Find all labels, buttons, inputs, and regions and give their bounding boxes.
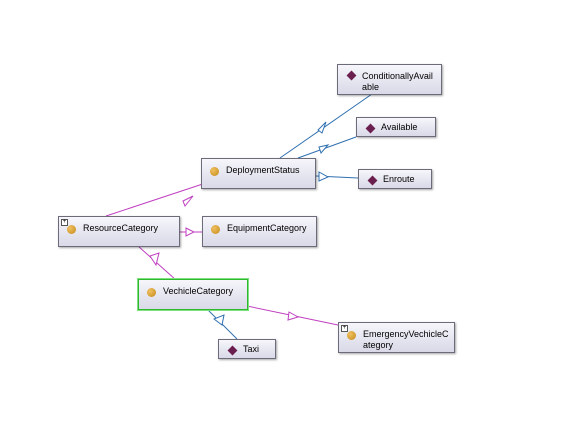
node-label: DeploymentStatus: [226, 165, 300, 175]
class-icon: [210, 167, 219, 176]
individual-icon: [365, 123, 376, 134]
class-icon: [147, 288, 156, 297]
arrow-vehicle-to-emergency: [287, 311, 300, 321]
node-label: Available: [381, 122, 418, 132]
expand-icon[interactable]: +: [341, 325, 348, 332]
individual-icon: [227, 345, 238, 356]
node-emergency-vehicle-category[interactable]: + EmergencyVechicleCategory: [338, 322, 455, 353]
node-enroute[interactable]: Enroute: [358, 169, 432, 189]
arrow-deployment-to-conditionally-available: [317, 121, 327, 134]
arrow-resource-to-vehicle: [149, 252, 160, 267]
individual-icon: [346, 70, 357, 81]
edge-deployment-to-available: [297, 136, 357, 159]
instance-edges: [206, 93, 373, 340]
node-label: ResourceCategory: [83, 223, 159, 233]
node-equipment-category[interactable]: EquipmentCategory: [202, 216, 317, 247]
class-icon: [67, 225, 76, 234]
class-icon: [347, 331, 356, 340]
node-label: VechicleCategory: [163, 286, 234, 296]
class-icon: [211, 225, 220, 234]
arrow-deployment-to-available: [318, 144, 330, 154]
node-resource-category[interactable]: + ResourceCategory: [58, 216, 180, 247]
expand-icon[interactable]: +: [61, 219, 68, 226]
node-label: Enroute: [383, 174, 415, 184]
node-label: Taxi: [243, 344, 260, 354]
individual-icon: [367, 175, 378, 186]
node-label: EquipmentCategory: [227, 223, 307, 233]
edge-deployment-to-conditionally-available: [279, 93, 373, 159]
node-available[interactable]: Available: [356, 117, 436, 137]
arrow-resource-to-deployment: [182, 195, 194, 207]
node-taxi[interactable]: Taxi: [218, 339, 276, 359]
arrow-deployment-to-enroute: [318, 171, 330, 182]
arrow-resource-to-equipment: [185, 227, 196, 237]
node-conditionally-available[interactable]: ConditionallyAvailable: [337, 64, 442, 95]
node-vehicle-category[interactable]: VechicleCategory: [138, 279, 248, 310]
node-label: ConditionallyAvailable: [362, 71, 433, 92]
arrow-vehicle-to-taxi: [212, 314, 225, 326]
node-deployment-status[interactable]: DeploymentStatus: [201, 158, 316, 189]
node-label: EmergencyVechicleCategory: [363, 329, 449, 350]
